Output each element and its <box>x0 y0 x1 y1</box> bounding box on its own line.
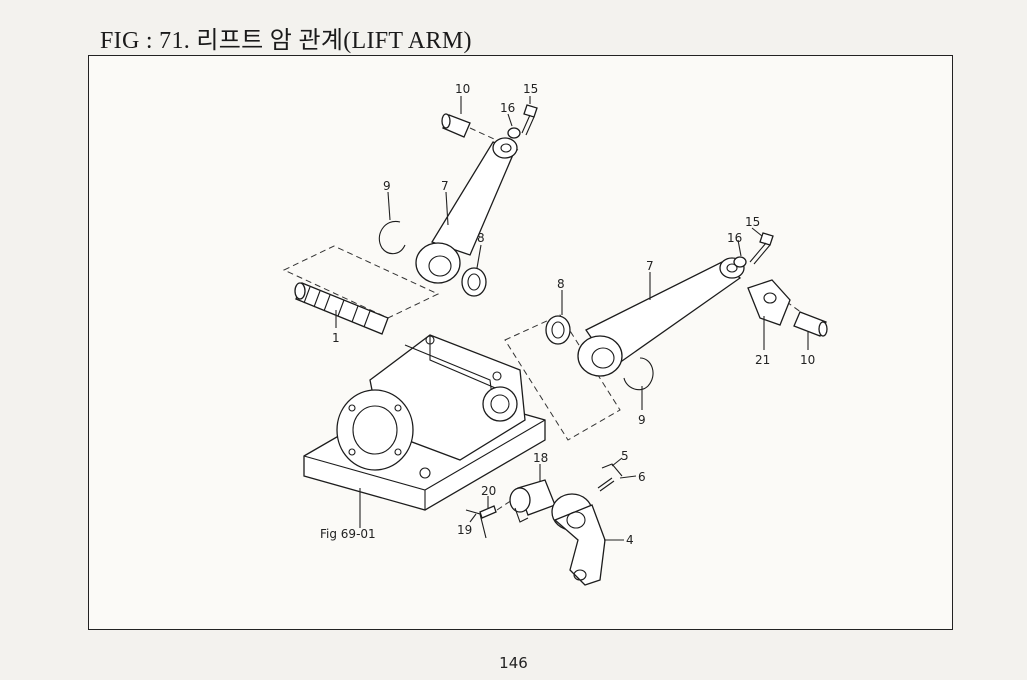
bracket-21 <box>747 279 791 326</box>
page-title: FIG : 71. 리프트 암 관계(LIFT ARM) <box>100 28 472 54</box>
bolt-19-20 <box>465 505 497 539</box>
callout-8-upper: 8 <box>477 231 485 245</box>
snap-ring-9-right <box>623 357 654 391</box>
callout-20: 20 <box>481 484 496 498</box>
callout-15-right: 15 <box>745 215 760 229</box>
callout-8-right: 8 <box>557 277 565 291</box>
lift-case-housing <box>303 334 546 511</box>
callout-9-upper: 9 <box>383 179 391 193</box>
lift-arm-right <box>577 257 745 377</box>
collar-8-right <box>545 315 571 345</box>
callout-10-right: 10 <box>800 353 815 367</box>
callout-6: 6 <box>638 470 646 484</box>
callout-15-upper: 15 <box>523 82 538 96</box>
bolt-15-right <box>733 232 774 268</box>
leader-lines <box>335 96 809 541</box>
callout-1: 1 <box>332 331 340 345</box>
pin-10-right <box>793 311 828 337</box>
callout-5: 5 <box>621 449 629 463</box>
lift-arm-cam-18 <box>509 479 556 523</box>
callout-7-right: 7 <box>646 259 654 273</box>
bolt-6 <box>597 463 623 492</box>
bolt-15-upper <box>507 104 538 139</box>
figure-frame <box>88 55 953 630</box>
lift-arm-upper <box>415 137 518 284</box>
callout-4: 4 <box>626 533 634 547</box>
snap-ring-9-upper <box>378 220 406 255</box>
lift-arm-4 <box>551 493 606 586</box>
callout-fig-69-01: Fig 69-01 <box>320 527 376 541</box>
callout-16-right: 16 <box>727 231 742 245</box>
callout-10-upper: 10 <box>455 82 470 96</box>
callout-21: 21 <box>755 353 770 367</box>
callout-16-upper: 16 <box>500 101 515 115</box>
callout-7-upper: 7 <box>441 179 449 193</box>
shaft-1 <box>294 282 389 335</box>
callout-18: 18 <box>533 451 548 465</box>
page-number: 146 <box>499 654 528 672</box>
callout-9-right: 9 <box>638 413 646 427</box>
pin-10-upper <box>441 113 471 138</box>
collar-8-upper <box>461 267 487 297</box>
callout-19: 19 <box>457 523 472 537</box>
